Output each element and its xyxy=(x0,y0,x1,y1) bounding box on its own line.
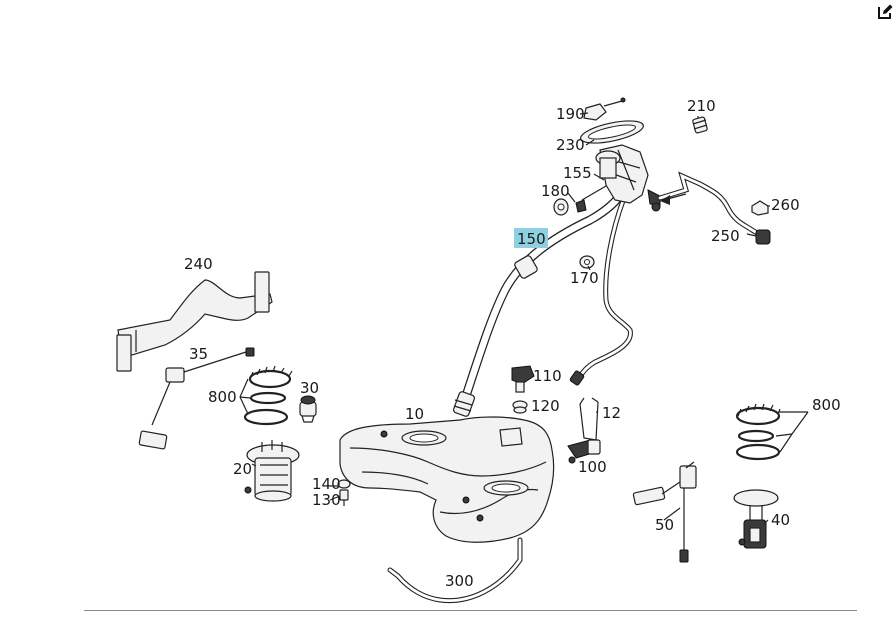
clip-180[interactable] xyxy=(553,185,607,216)
pump-module-40[interactable] xyxy=(733,489,779,549)
label-35[interactable]: 35 xyxy=(189,345,208,363)
level-sender-50[interactable] xyxy=(632,461,697,563)
arrow-to-250 xyxy=(660,193,687,205)
label-50[interactable]: 50 xyxy=(655,516,674,534)
gasket-230[interactable] xyxy=(579,117,645,148)
label-40[interactable]: 40 xyxy=(771,511,790,529)
edit-icon[interactable] xyxy=(876,3,894,21)
label-180[interactable]: 180 xyxy=(541,182,570,200)
label-10[interactable]: 10 xyxy=(405,405,424,423)
fuel-tank-10[interactable] xyxy=(339,416,555,543)
label-250[interactable]: 250 xyxy=(711,227,740,245)
label-100[interactable]: 100 xyxy=(578,458,607,476)
label-300[interactable]: 300 xyxy=(445,572,474,590)
label-130[interactable]: 130 xyxy=(312,491,341,509)
label-800-right[interactable]: 800 xyxy=(812,396,841,414)
leader-lines xyxy=(251,112,770,525)
locking-ring-set-800-right[interactable] xyxy=(735,403,809,461)
label-170[interactable]: 170 xyxy=(570,269,599,287)
label-210[interactable]: 210 xyxy=(687,97,716,115)
label-190[interactable]: 190 xyxy=(556,105,585,123)
label-12[interactable]: 12 xyxy=(602,404,621,422)
sensor-100[interactable] xyxy=(567,439,601,464)
clip-260[interactable] xyxy=(751,200,769,216)
screw-210[interactable] xyxy=(692,116,708,134)
label-230[interactable]: 230 xyxy=(556,136,585,154)
selected-part-highlight xyxy=(514,228,548,248)
fuel-cap-190[interactable] xyxy=(583,97,626,121)
fuel-pump-20[interactable] xyxy=(244,440,300,502)
nut-140[interactable] xyxy=(337,479,351,489)
tank-strap-300[interactable] xyxy=(387,537,523,604)
label-30[interactable]: 30 xyxy=(300,379,319,397)
heat-shield-240[interactable] xyxy=(116,271,273,372)
clip-170[interactable] xyxy=(579,255,595,269)
seal-120[interactable] xyxy=(512,400,528,414)
filler-head-155[interactable] xyxy=(595,144,661,212)
label-155[interactable]: 155 xyxy=(563,164,592,182)
label-150[interactable]: 150 xyxy=(517,230,546,248)
label-800-left[interactable]: 800 xyxy=(208,388,237,406)
bracket-12[interactable] xyxy=(579,397,599,441)
level-sender-35[interactable] xyxy=(138,347,255,450)
label-20[interactable]: 20 xyxy=(233,460,252,478)
line-250[interactable] xyxy=(657,171,771,245)
label-120[interactable]: 120 xyxy=(531,397,560,415)
label-110[interactable]: 110 xyxy=(533,367,562,385)
label-260[interactable]: 260 xyxy=(771,196,800,214)
bottom-divider xyxy=(84,610,857,611)
valve-110[interactable] xyxy=(511,365,535,393)
label-140[interactable]: 140 xyxy=(312,475,341,493)
locking-ring-set-800-left[interactable] xyxy=(239,365,293,426)
label-240[interactable]: 240 xyxy=(184,255,213,273)
filler-pipe-150[interactable] xyxy=(452,185,629,417)
vent-line[interactable] xyxy=(569,195,633,386)
bolt-130[interactable] xyxy=(339,489,349,506)
pressure-regulator-30[interactable] xyxy=(299,395,317,423)
